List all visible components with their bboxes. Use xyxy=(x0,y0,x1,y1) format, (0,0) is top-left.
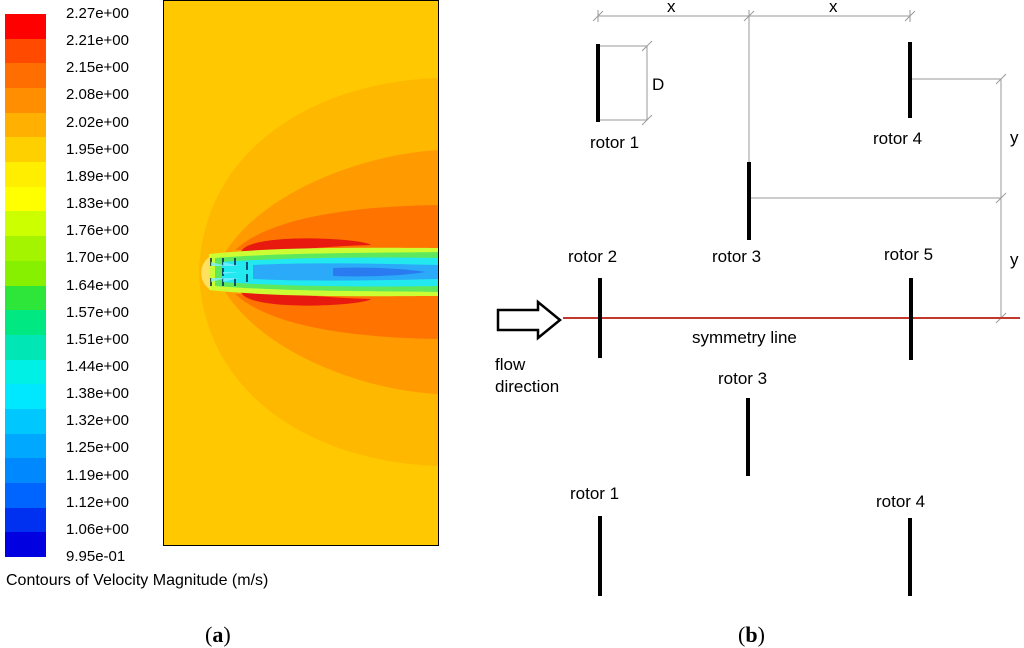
flow-label-line2: direction xyxy=(495,377,559,396)
legend-swatch xyxy=(5,359,46,385)
legend-tick-label: 1.19e+00 xyxy=(66,466,129,484)
legend-tick-label: 1.12e+00 xyxy=(66,493,129,511)
legend-swatch xyxy=(5,310,46,336)
legend-tick-label: 1.70e+00 xyxy=(66,249,129,267)
legend-swatch xyxy=(5,14,46,40)
wake-core xyxy=(333,267,425,277)
velocity-contour-plot xyxy=(163,0,439,546)
dimension-x-label-2: x xyxy=(829,0,838,16)
legend-tick-label: 1.51e+00 xyxy=(66,330,129,348)
d-dimension-lines xyxy=(600,40,653,126)
legend-tick-label: 1.32e+00 xyxy=(66,412,129,430)
rotor-1-top-label: rotor 1 xyxy=(590,133,639,152)
dimension-y-label-1: y xyxy=(1010,128,1019,147)
y-dimension-lines xyxy=(749,73,1007,324)
rotor-4-top-label: rotor 4 xyxy=(873,129,922,148)
legend-swatch xyxy=(5,408,46,435)
contour-inner-band-top xyxy=(235,205,439,250)
dimension-d-label: D xyxy=(652,75,664,94)
dimension-x-label-1: x xyxy=(667,0,676,16)
legend-tick-label: 1.95e+00 xyxy=(66,140,129,158)
legend-tick-label: 1.64e+00 xyxy=(66,276,129,294)
legend-swatch xyxy=(5,285,46,311)
legend-swatch xyxy=(5,162,46,188)
symmetry-line-label: symmetry line xyxy=(692,328,797,347)
legend-swatch xyxy=(5,137,46,163)
legend-tick-label: 1.89e+00 xyxy=(66,167,129,185)
legend-tick-label: 1.44e+00 xyxy=(66,357,129,375)
legend-swatch xyxy=(5,260,46,286)
legend-tick-label: 2.08e+00 xyxy=(66,86,129,104)
legend-colorbar xyxy=(5,14,46,558)
legend-swatch xyxy=(5,88,46,114)
dimension-y-label-2: y xyxy=(1010,250,1019,269)
rotor-5-label: rotor 5 xyxy=(884,245,933,264)
rotor-bars xyxy=(596,42,913,596)
legend-swatch xyxy=(5,433,46,459)
rotor-1-bottom-label: rotor 1 xyxy=(570,484,619,503)
legend-caption: Contours of Velocity Magnitude (m/s) xyxy=(6,572,269,589)
flow-label-line1: flow xyxy=(495,355,526,374)
legend-tick-label: 2.02e+00 xyxy=(66,113,129,131)
rotor-2-label: rotor 2 xyxy=(568,247,617,266)
legend-tick-label: 2.21e+00 xyxy=(66,32,129,50)
legend-tick-label: 2.27e+00 xyxy=(66,5,129,22)
legend-swatch xyxy=(5,458,46,484)
panel-a-label: (a) xyxy=(205,622,231,647)
contour-inner-band-bottom xyxy=(235,294,439,339)
legend-swatch xyxy=(5,112,46,138)
legend-swatch xyxy=(5,186,46,212)
legend-tick-label: 1.83e+00 xyxy=(66,195,129,213)
rotor-wake-streaks xyxy=(211,262,239,282)
legend-tick-label: 1.38e+00 xyxy=(66,385,129,403)
legend-tick-label: 1.76e+00 xyxy=(66,222,129,240)
legend-swatch xyxy=(5,334,46,361)
legend-swatch xyxy=(5,236,46,262)
legend-swatch xyxy=(5,63,46,89)
legend-tick-label: 1.57e+00 xyxy=(66,303,129,321)
legend-swatch xyxy=(5,211,46,237)
legend-tick-label: 1.25e+00 xyxy=(66,439,129,457)
legend-swatch xyxy=(5,507,46,533)
rotor-3-lower-label: rotor 3 xyxy=(718,369,767,388)
flow-arrow-icon xyxy=(496,299,562,341)
legend-tick-label: 2.15e+00 xyxy=(66,59,129,77)
legend-swatch xyxy=(5,38,46,64)
legend-tick-label: 1.06e+00 xyxy=(66,520,129,538)
legend-swatch xyxy=(5,482,46,509)
legend-swatch xyxy=(5,384,46,410)
legend-tick-label: 9.95e-01 xyxy=(66,548,126,565)
contour-border xyxy=(163,0,439,546)
rotor-3-upper-label: rotor 3 xyxy=(712,247,761,266)
panel-b-label: (b) xyxy=(738,622,765,647)
rotor-layout-diagram: x x D y y symmetry line flow direction r… xyxy=(495,0,1020,596)
legend-swatch xyxy=(5,532,46,558)
rotor-4-bottom-label: rotor 4 xyxy=(876,492,925,511)
x-dimension-lines xyxy=(592,10,916,178)
